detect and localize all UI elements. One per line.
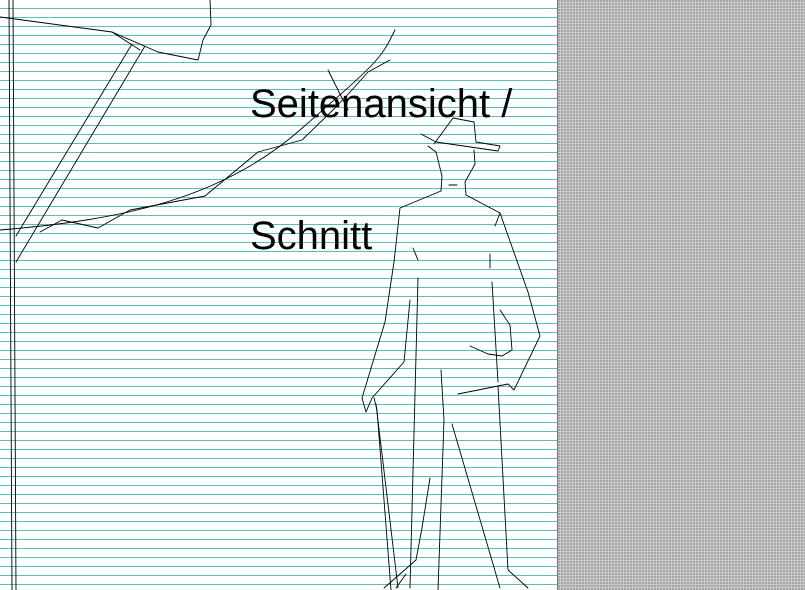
heading-line-2: Schnitt [250,214,373,258]
standing-man-figure [361,117,541,590]
wall-lines [8,0,17,590]
document-canvas[interactable]: Seitenansicht / Schnitt [0,0,557,590]
page-heading[interactable]: Seitenansicht / Schnitt [250,0,512,346]
line-drawing [0,0,541,590]
pasteboard-area[interactable] [557,0,805,590]
roof-outline [0,0,396,263]
heading-line-1: Seitenansicht / [250,82,513,126]
